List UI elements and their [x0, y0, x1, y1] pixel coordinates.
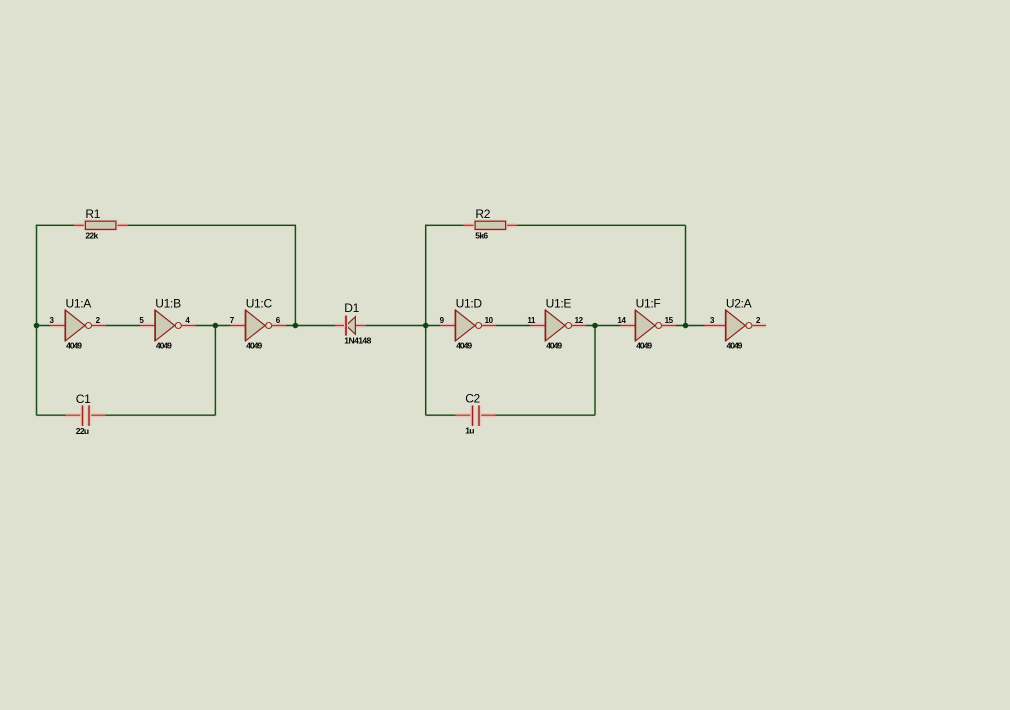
svg-text:6: 6	[276, 316, 281, 325]
svg-text:4049: 4049	[156, 341, 172, 351]
svg-text:4049: 4049	[66, 341, 82, 351]
svg-text:5k6: 5k6	[475, 230, 488, 240]
svg-text:C1: C1	[76, 392, 91, 406]
svg-text:1u: 1u	[465, 426, 474, 436]
svg-text:4049: 4049	[456, 341, 472, 351]
svg-text:4049: 4049	[727, 341, 743, 351]
svg-text:D1: D1	[344, 301, 359, 315]
svg-text:U1:F: U1:F	[636, 297, 661, 311]
svg-text:4: 4	[185, 316, 190, 325]
svg-text:U1:B: U1:B	[155, 297, 181, 311]
svg-text:R1: R1	[85, 207, 100, 221]
svg-text:10: 10	[485, 316, 494, 325]
svg-text:2: 2	[756, 316, 761, 325]
svg-text:2: 2	[96, 316, 101, 325]
svg-text:U2:A: U2:A	[726, 297, 752, 311]
svg-text:12: 12	[575, 316, 584, 325]
svg-text:4049: 4049	[246, 341, 262, 351]
svg-text:15: 15	[665, 316, 674, 325]
svg-text:14: 14	[617, 316, 626, 325]
svg-text:U1:D: U1:D	[456, 297, 483, 311]
svg-text:22k: 22k	[85, 230, 98, 240]
svg-text:4049: 4049	[636, 341, 652, 351]
svg-text:U1:C: U1:C	[246, 297, 273, 311]
svg-text:5: 5	[139, 316, 144, 325]
svg-text:22u: 22u	[76, 426, 89, 436]
svg-text:4049: 4049	[546, 341, 562, 351]
svg-text:C2: C2	[465, 392, 480, 406]
svg-text:U1:E: U1:E	[546, 297, 572, 311]
svg-text:7: 7	[230, 316, 235, 325]
svg-text:11: 11	[527, 316, 536, 325]
svg-text:9: 9	[440, 316, 445, 325]
svg-text:3: 3	[710, 316, 715, 325]
svg-text:U1:A: U1:A	[66, 297, 92, 311]
svg-text:3: 3	[50, 316, 55, 325]
svg-text:1N4148: 1N4148	[344, 336, 371, 346]
svg-text:R2: R2	[475, 207, 490, 221]
